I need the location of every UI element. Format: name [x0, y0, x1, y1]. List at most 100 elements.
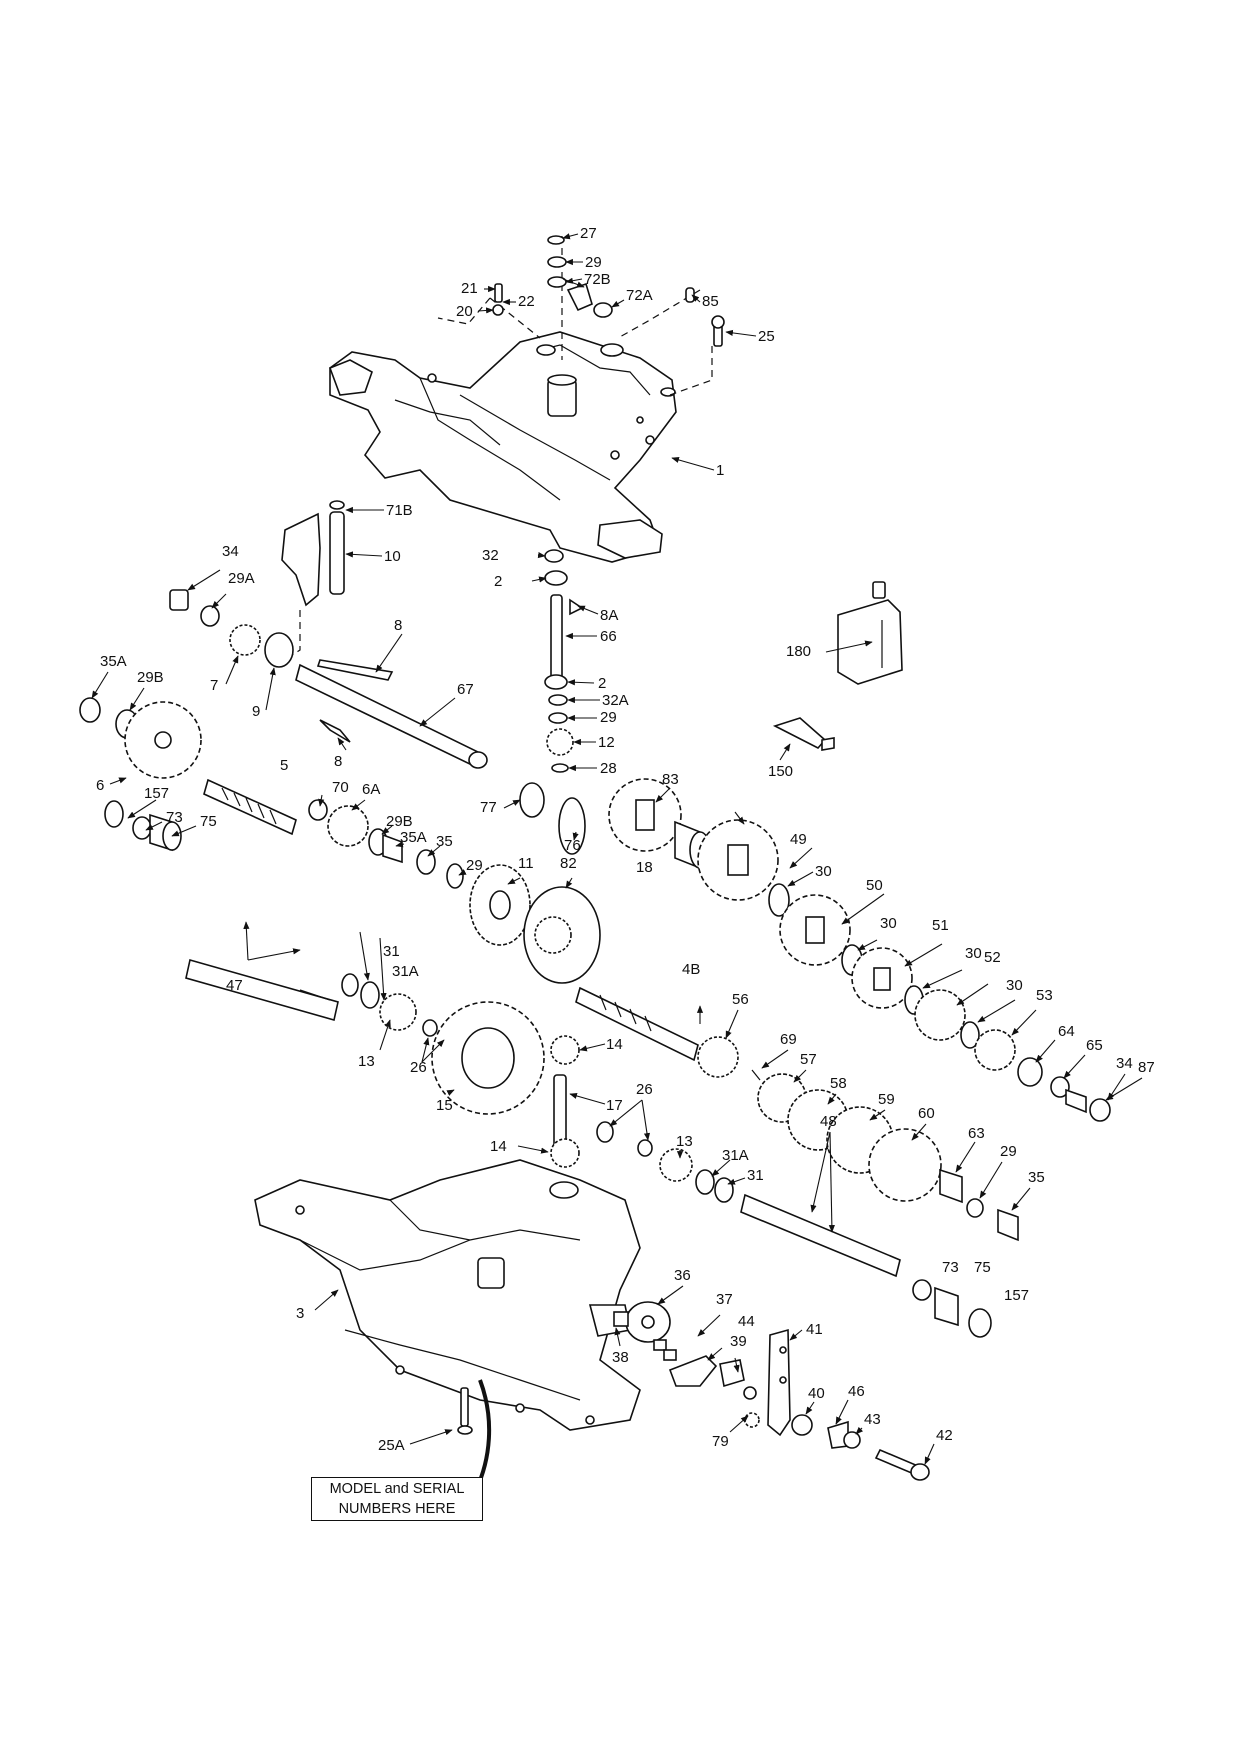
callout-82: 82 [560, 855, 577, 872]
callout-14-lower: 14 [490, 1138, 507, 1155]
callout-43: 43 [864, 1411, 881, 1428]
callout-14-upper: 14 [606, 1036, 623, 1053]
callout-29a: 29A [228, 570, 255, 587]
callout-13-right: 13 [676, 1133, 693, 1150]
callout-30-b: 30 [880, 915, 897, 932]
callout-25: 25 [758, 328, 775, 345]
part-66-shaft [550, 594, 563, 686]
callout-11: 11 [518, 855, 534, 872]
part-27 [547, 235, 565, 245]
leader-lines [91, 233, 1143, 1465]
callout-64: 64 [1058, 1023, 1075, 1040]
callout-29: 29 [585, 254, 602, 271]
callout-65: 65 [1086, 1037, 1103, 1054]
callout-8-upper: 8 [394, 617, 402, 634]
callout-76: 76 [564, 837, 581, 854]
callout-30-a: 30 [815, 863, 832, 880]
callout-60: 60 [918, 1105, 935, 1122]
callout-3: 3 [296, 1305, 304, 1322]
callout-6a: 6A [362, 781, 380, 798]
callout-53: 53 [1036, 987, 1053, 1004]
callout-66: 66 [600, 628, 617, 645]
callout-31-left: 31 [383, 943, 400, 960]
callout-83: 83 [662, 771, 679, 788]
callout-157-right: 157 [1004, 1287, 1029, 1304]
part-34-left [169, 589, 189, 611]
callout-7: 7 [210, 677, 218, 694]
callout-47: 47 [226, 977, 243, 994]
callout-157-left: 157 [144, 785, 169, 802]
callout-5: 5 [280, 757, 288, 774]
callout-15: 15 [436, 1097, 453, 1114]
callout-75-left: 75 [200, 813, 217, 830]
callout-72b: 72B [584, 271, 611, 288]
callout-73-left: 73 [166, 809, 183, 826]
callout-67: 67 [457, 681, 474, 698]
lower-housing [254, 1159, 641, 1431]
callout-69: 69 [780, 1031, 797, 1048]
callout-38: 38 [612, 1349, 629, 1366]
callout-34: 34 [222, 543, 239, 560]
callout-46: 46 [848, 1383, 865, 1400]
callout-35a-lower: 35A [400, 829, 427, 846]
callout-37: 37 [716, 1291, 733, 1308]
callout-22: 22 [518, 293, 535, 310]
callout-31-right: 31 [747, 1167, 764, 1184]
callout-8-lower: 8 [334, 753, 342, 770]
callout-35a: 35A [100, 653, 127, 670]
callout-12: 12 [598, 734, 615, 751]
callout-2-lower: 2 [598, 675, 606, 692]
callout-58: 58 [830, 1075, 847, 1092]
callout-29b-lower: 29B [386, 813, 413, 830]
callout-35-right: 35 [1028, 1169, 1045, 1186]
callout-9: 9 [252, 703, 260, 720]
callout-50: 50 [866, 877, 883, 894]
callout-70: 70 [332, 779, 349, 796]
callout-18: 18 [636, 859, 653, 876]
callout-77: 77 [480, 799, 497, 816]
callout-52: 52 [984, 949, 1001, 966]
upper-housing [328, 331, 677, 563]
callout-36: 36 [674, 1267, 691, 1284]
callout-48: 48 [820, 1113, 837, 1130]
part-shift-fork [281, 512, 321, 607]
callout-13-left: 13 [358, 1053, 375, 1070]
callout-75-right: 75 [974, 1259, 991, 1276]
callout-26-right: 26 [636, 1081, 653, 1098]
model-note-line-2: NUMBERS HERE [338, 1501, 456, 1517]
callout-72a: 72A [626, 287, 653, 304]
callout-4b: 4B [682, 961, 700, 978]
callout-35-left: 35 [436, 833, 453, 850]
callout-1: 1 [716, 462, 724, 479]
callout-32: 32 [482, 547, 499, 564]
part-8-upper [316, 659, 394, 681]
callout-29-left: 29 [466, 857, 483, 874]
callout-87: 87 [1138, 1059, 1155, 1076]
callout-29b: 29B [137, 669, 164, 686]
callout-59: 59 [878, 1091, 895, 1108]
callout-25a: 25A [378, 1437, 405, 1454]
callout-42: 42 [936, 1427, 953, 1444]
callout-49: 49 [790, 831, 807, 848]
callout-20: 20 [456, 303, 473, 320]
callout-40: 40 [808, 1385, 825, 1402]
callout-32a: 32A [602, 692, 629, 709]
callout-6: 6 [96, 777, 104, 794]
callout-85: 85 [702, 293, 719, 310]
callout-180: 180 [786, 643, 811, 660]
callout-29-center: 29 [600, 709, 617, 726]
callout-8a: 8A [600, 607, 618, 624]
callout-30-d: 30 [1006, 977, 1023, 994]
callout-26-left: 26 [410, 1059, 427, 1076]
callout-71b: 71B [386, 502, 413, 519]
callout-34-right: 34 [1116, 1055, 1133, 1072]
callout-39: 39 [730, 1333, 747, 1350]
callout-31a-right: 31A [722, 1147, 749, 1164]
callout-31a-left: 31A [392, 963, 419, 980]
callout-labels: 27 29 72B 72A 21 22 20 85 25 1 71B 10 34… [96, 225, 1155, 1454]
callout-63: 63 [968, 1125, 985, 1142]
callout-56: 56 [732, 991, 749, 1008]
callout-51: 51 [932, 917, 949, 934]
callout-29-right: 29 [1000, 1143, 1017, 1160]
